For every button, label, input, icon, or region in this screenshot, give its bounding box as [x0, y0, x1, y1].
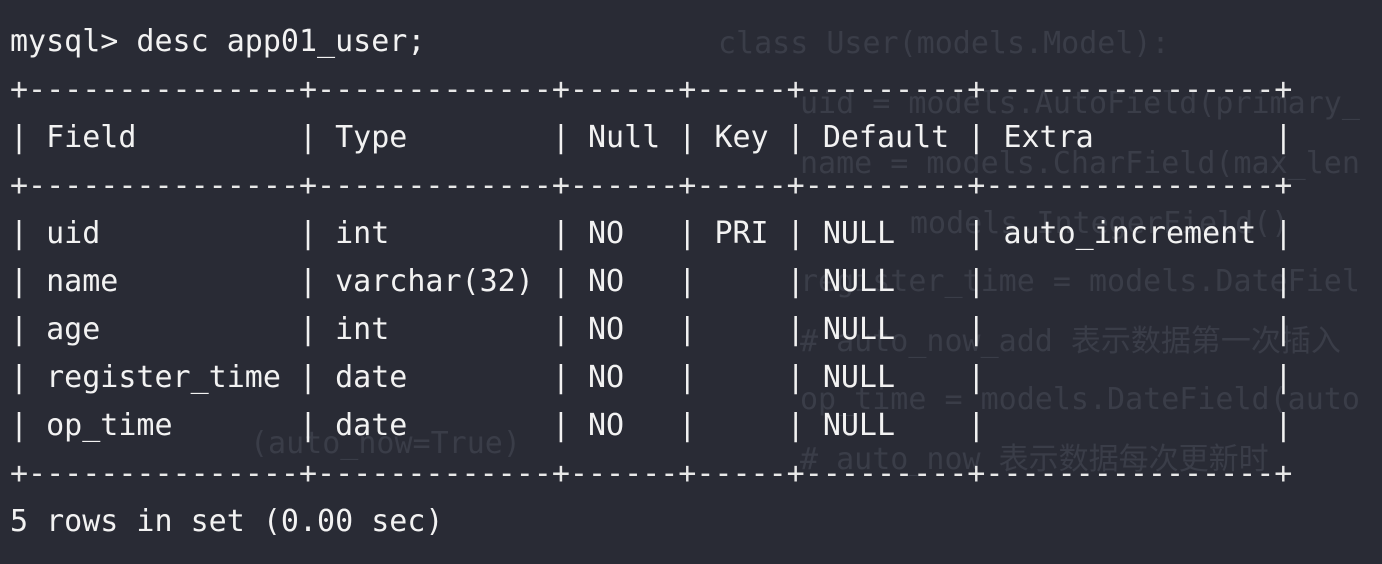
table-row-cell-type: date [335, 408, 408, 443]
table-row: | uid | int | NO | PRI | NULL | auto_inc… [10, 216, 1293, 251]
table-row-cell-default: NULL [822, 360, 896, 395]
table-row-cell-default: NULL [822, 216, 896, 251]
table-row-cell-extra: auto_increment [1003, 216, 1257, 251]
table-row-cell-null: NO [588, 408, 625, 443]
table-row: | name | varchar(32) | NO | | NULL | | [10, 264, 1293, 299]
terminal-output[interactable]: mysql> desc app01_user; +---------------+… [10, 18, 1292, 546]
table-row-cell-field: uid [46, 216, 101, 251]
command-prompt: mysql> desc app01_user; [10, 24, 426, 59]
table-header-row: | Field | Type | Null | Key | Default | … [10, 120, 1293, 155]
table-row-cell-field: op_time [46, 408, 173, 443]
table-border-bottom: +---------------+-------------+------+--… [10, 456, 1293, 491]
table-header-cell-default: Default [822, 120, 950, 155]
result-footer: 5 rows in set (0.00 sec) [10, 504, 444, 539]
table-row-cell-default: NULL [822, 312, 896, 347]
table-row: | register_time | date | NO | | NULL | | [10, 360, 1293, 395]
table-row-cell-null: NO [588, 264, 625, 299]
table-row-cell-type: date [335, 360, 408, 395]
table-row-cell-key: PRI [714, 216, 769, 251]
table-row-cell-null: NO [588, 312, 625, 347]
table-row-cell-field: name [46, 264, 119, 299]
table-header-cell-field: Field [46, 120, 137, 155]
table-row-cell-default: NULL [822, 264, 896, 299]
table-row-cell-null: NO [588, 360, 625, 395]
table-border-mid: +---------------+-------------+------+--… [10, 168, 1293, 203]
table-border-top: +---------------+-------------+------+--… [10, 72, 1293, 107]
table-header-cell-null: Null [588, 120, 661, 155]
table-row-cell-field: register_time [46, 360, 281, 395]
table-row-cell-type: varchar(32) [335, 264, 534, 299]
table-row-cell-null: NO [588, 216, 625, 251]
table-row-cell-field: age [46, 312, 101, 347]
table-header-cell-type: Type [335, 120, 408, 155]
table-row-cell-default: NULL [822, 408, 896, 443]
table-row: | op_time | date | NO | | NULL | | [10, 408, 1293, 443]
table-row: | age | int | NO | | NULL | | [10, 312, 1293, 347]
table-row-cell-type: int [335, 216, 390, 251]
table-row-cell-type: int [335, 312, 390, 347]
table-header-cell-key: Key [714, 120, 769, 155]
table-header-cell-extra: Extra [1003, 120, 1094, 155]
